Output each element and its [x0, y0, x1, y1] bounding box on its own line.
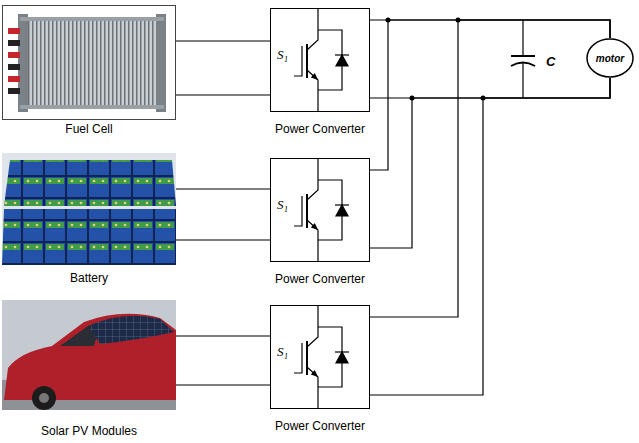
tie-rod: [20, 17, 164, 21]
switch-label: S₁: [277, 197, 288, 212]
switch-label: S₁: [277, 344, 288, 359]
wire: [176, 94, 270, 95]
car-body: [4, 314, 176, 400]
junction-dot: [481, 96, 486, 101]
text-holder: Power Converter: [275, 122, 365, 136]
wire-pair: [176, 336, 270, 385]
wire: [176, 239, 270, 240]
photo-ground: [2, 300, 176, 410]
switch-label: S₁: [277, 47, 288, 62]
tie-rod: [20, 105, 164, 109]
photo-ground: [2, 153, 176, 265]
caption: Battery: [70, 271, 108, 285]
power-converter-box: S₁Power Converter: [270, 8, 370, 112]
wheel-hub: [39, 393, 49, 403]
igbt-symbol: [294, 158, 349, 262]
wire-pair: [176, 189, 270, 240]
wheel: [32, 386, 56, 410]
terminal: [8, 76, 20, 82]
power-converter-box: S₁Power Converter: [270, 305, 370, 409]
text-holder: Solar PV Modules: [41, 424, 137, 438]
motor-circle: motor: [586, 38, 634, 78]
text-holder: S₁: [277, 344, 288, 360]
terminal: [8, 64, 20, 70]
solar-car-illustration: [2, 300, 176, 410]
terminal: [8, 88, 20, 94]
wire-pair: [370, 20, 610, 395]
caption: Power Converter: [275, 122, 365, 136]
wire: [176, 40, 270, 41]
igbt-symbol: [294, 305, 349, 409]
capacitor-label: C: [546, 54, 555, 69]
junction-dot: [410, 96, 415, 101]
wire-pair: [370, 20, 610, 248]
solar-pv-photo: Solar PV Modules: [2, 300, 176, 410]
caption: Fuel Cell: [65, 122, 112, 136]
wire-pair: [370, 20, 610, 98]
wire: [370, 78, 610, 395]
wire: [370, 78, 610, 98]
power-converter-box: S₁Power Converter: [270, 158, 370, 262]
label-text: C: [546, 54, 555, 69]
terminal: [8, 52, 20, 58]
cell-stack: [24, 20, 160, 106]
photo-frame: [3, 6, 176, 120]
node-label: motor: [596, 53, 624, 64]
battery-photo: Battery: [2, 153, 176, 265]
fuel-cell-photo: Fuel Cell: [2, 5, 176, 120]
junction-dot: [456, 18, 461, 23]
caption: Solar PV Modules: [41, 424, 137, 438]
solar-roof: [88, 316, 174, 344]
text-holder: Battery: [70, 271, 108, 285]
text-holder: S₁: [277, 47, 288, 63]
fuel-cell-illustration: [3, 6, 176, 120]
wire: [370, 20, 610, 317]
terminal: [8, 40, 20, 46]
junction-dot: [386, 18, 391, 23]
wire: [176, 188, 270, 189]
wire: [370, 20, 610, 170]
wire: [370, 20, 610, 38]
caption: Power Converter: [275, 272, 365, 286]
text-holder: Fuel Cell: [65, 122, 112, 136]
text-holder: S₁: [277, 197, 288, 213]
wire: [176, 384, 270, 385]
wire: [176, 335, 270, 336]
text-holder: motor: [586, 38, 634, 78]
capacitor-symbol: [511, 20, 535, 98]
wire-pair: [176, 41, 270, 95]
battery-row: [4, 160, 176, 206]
battery-illustration: [2, 153, 176, 265]
caption: Power Converter: [275, 419, 365, 433]
end-plate: [156, 14, 166, 112]
battery-row: [2, 209, 176, 265]
text-holder: Power Converter: [275, 272, 365, 286]
text-holder: Power Converter: [275, 419, 365, 433]
igbt-symbol: [294, 8, 349, 112]
terminal: [8, 28, 20, 34]
wire: [370, 78, 610, 248]
